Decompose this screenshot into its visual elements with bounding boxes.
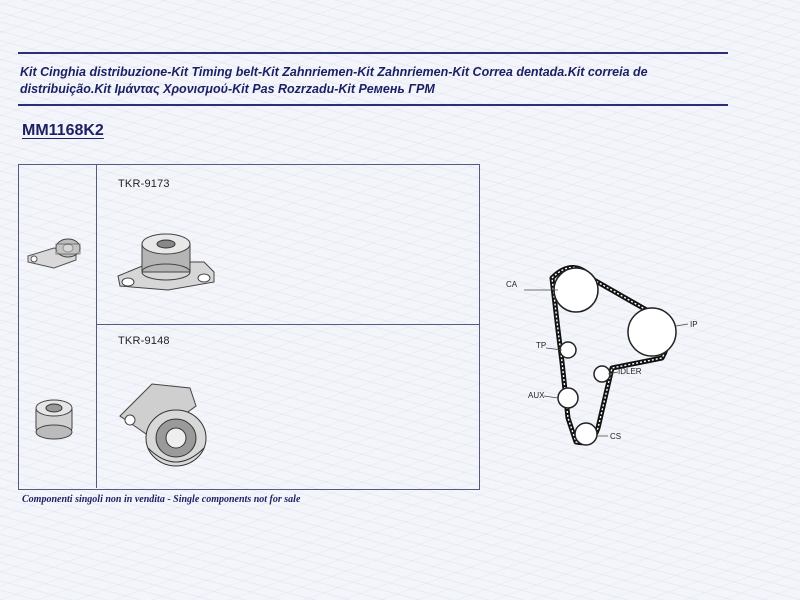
idler-pulley (593, 365, 611, 383)
part-code-1: TKR-9173 (118, 178, 170, 190)
camshaft-pulley (553, 267, 599, 313)
parts-table (18, 164, 480, 490)
label-ip: IP (690, 320, 698, 329)
label-idler: IDLER (618, 367, 642, 376)
not-for-sale-note: Componenti singoli non in vendita - Sing… (22, 494, 301, 505)
idler-thumb-icon (35, 399, 73, 440)
tensioner-pulley (559, 341, 577, 359)
injection-pump-pulley (627, 307, 677, 357)
crankshaft-pulley (574, 422, 598, 446)
label-tp: TP (536, 341, 546, 350)
title-rule (18, 104, 728, 106)
table-divider-vertical (96, 164, 97, 488)
idler-pulley-icon (119, 383, 207, 467)
tensioner-pulley-icon (117, 233, 215, 291)
label-cs: CS (610, 432, 621, 441)
belt-routing-diagram: CA IP TP IDLER AUX CS (506, 265, 698, 446)
table-divider-horizontal (96, 324, 479, 325)
top-rule (18, 52, 728, 54)
kit-title: Kit Cinghia distribuzione-Kit Timing bel… (20, 65, 648, 96)
kit-code: MM1168K2 (22, 122, 104, 139)
part-code-2: TKR-9148 (118, 335, 170, 347)
label-aux: AUX (528, 391, 545, 400)
aux-pulley (557, 387, 579, 409)
tensioner-thumb-icon (27, 238, 81, 269)
label-ca: CA (506, 280, 518, 289)
